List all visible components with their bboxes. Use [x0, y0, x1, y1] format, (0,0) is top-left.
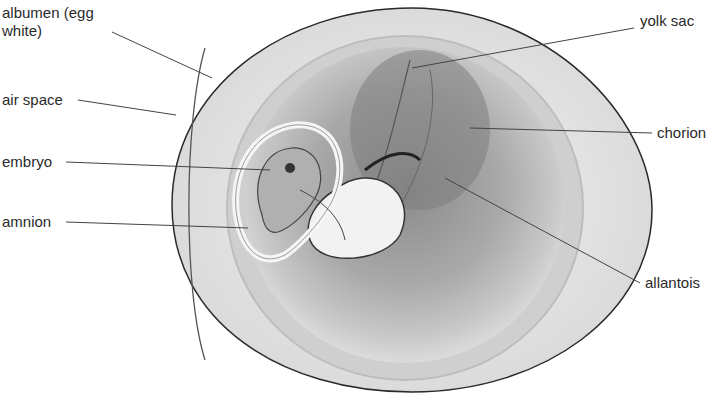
part-label: air space [2, 91, 63, 109]
part-label: embryo [2, 153, 52, 171]
part-label: albumen (egg white) [2, 4, 110, 40]
part-label: amnion [2, 213, 51, 231]
part-label: yolk sac [640, 12, 694, 30]
part-label: chorion [657, 124, 706, 142]
part-label: allantois [645, 274, 700, 292]
